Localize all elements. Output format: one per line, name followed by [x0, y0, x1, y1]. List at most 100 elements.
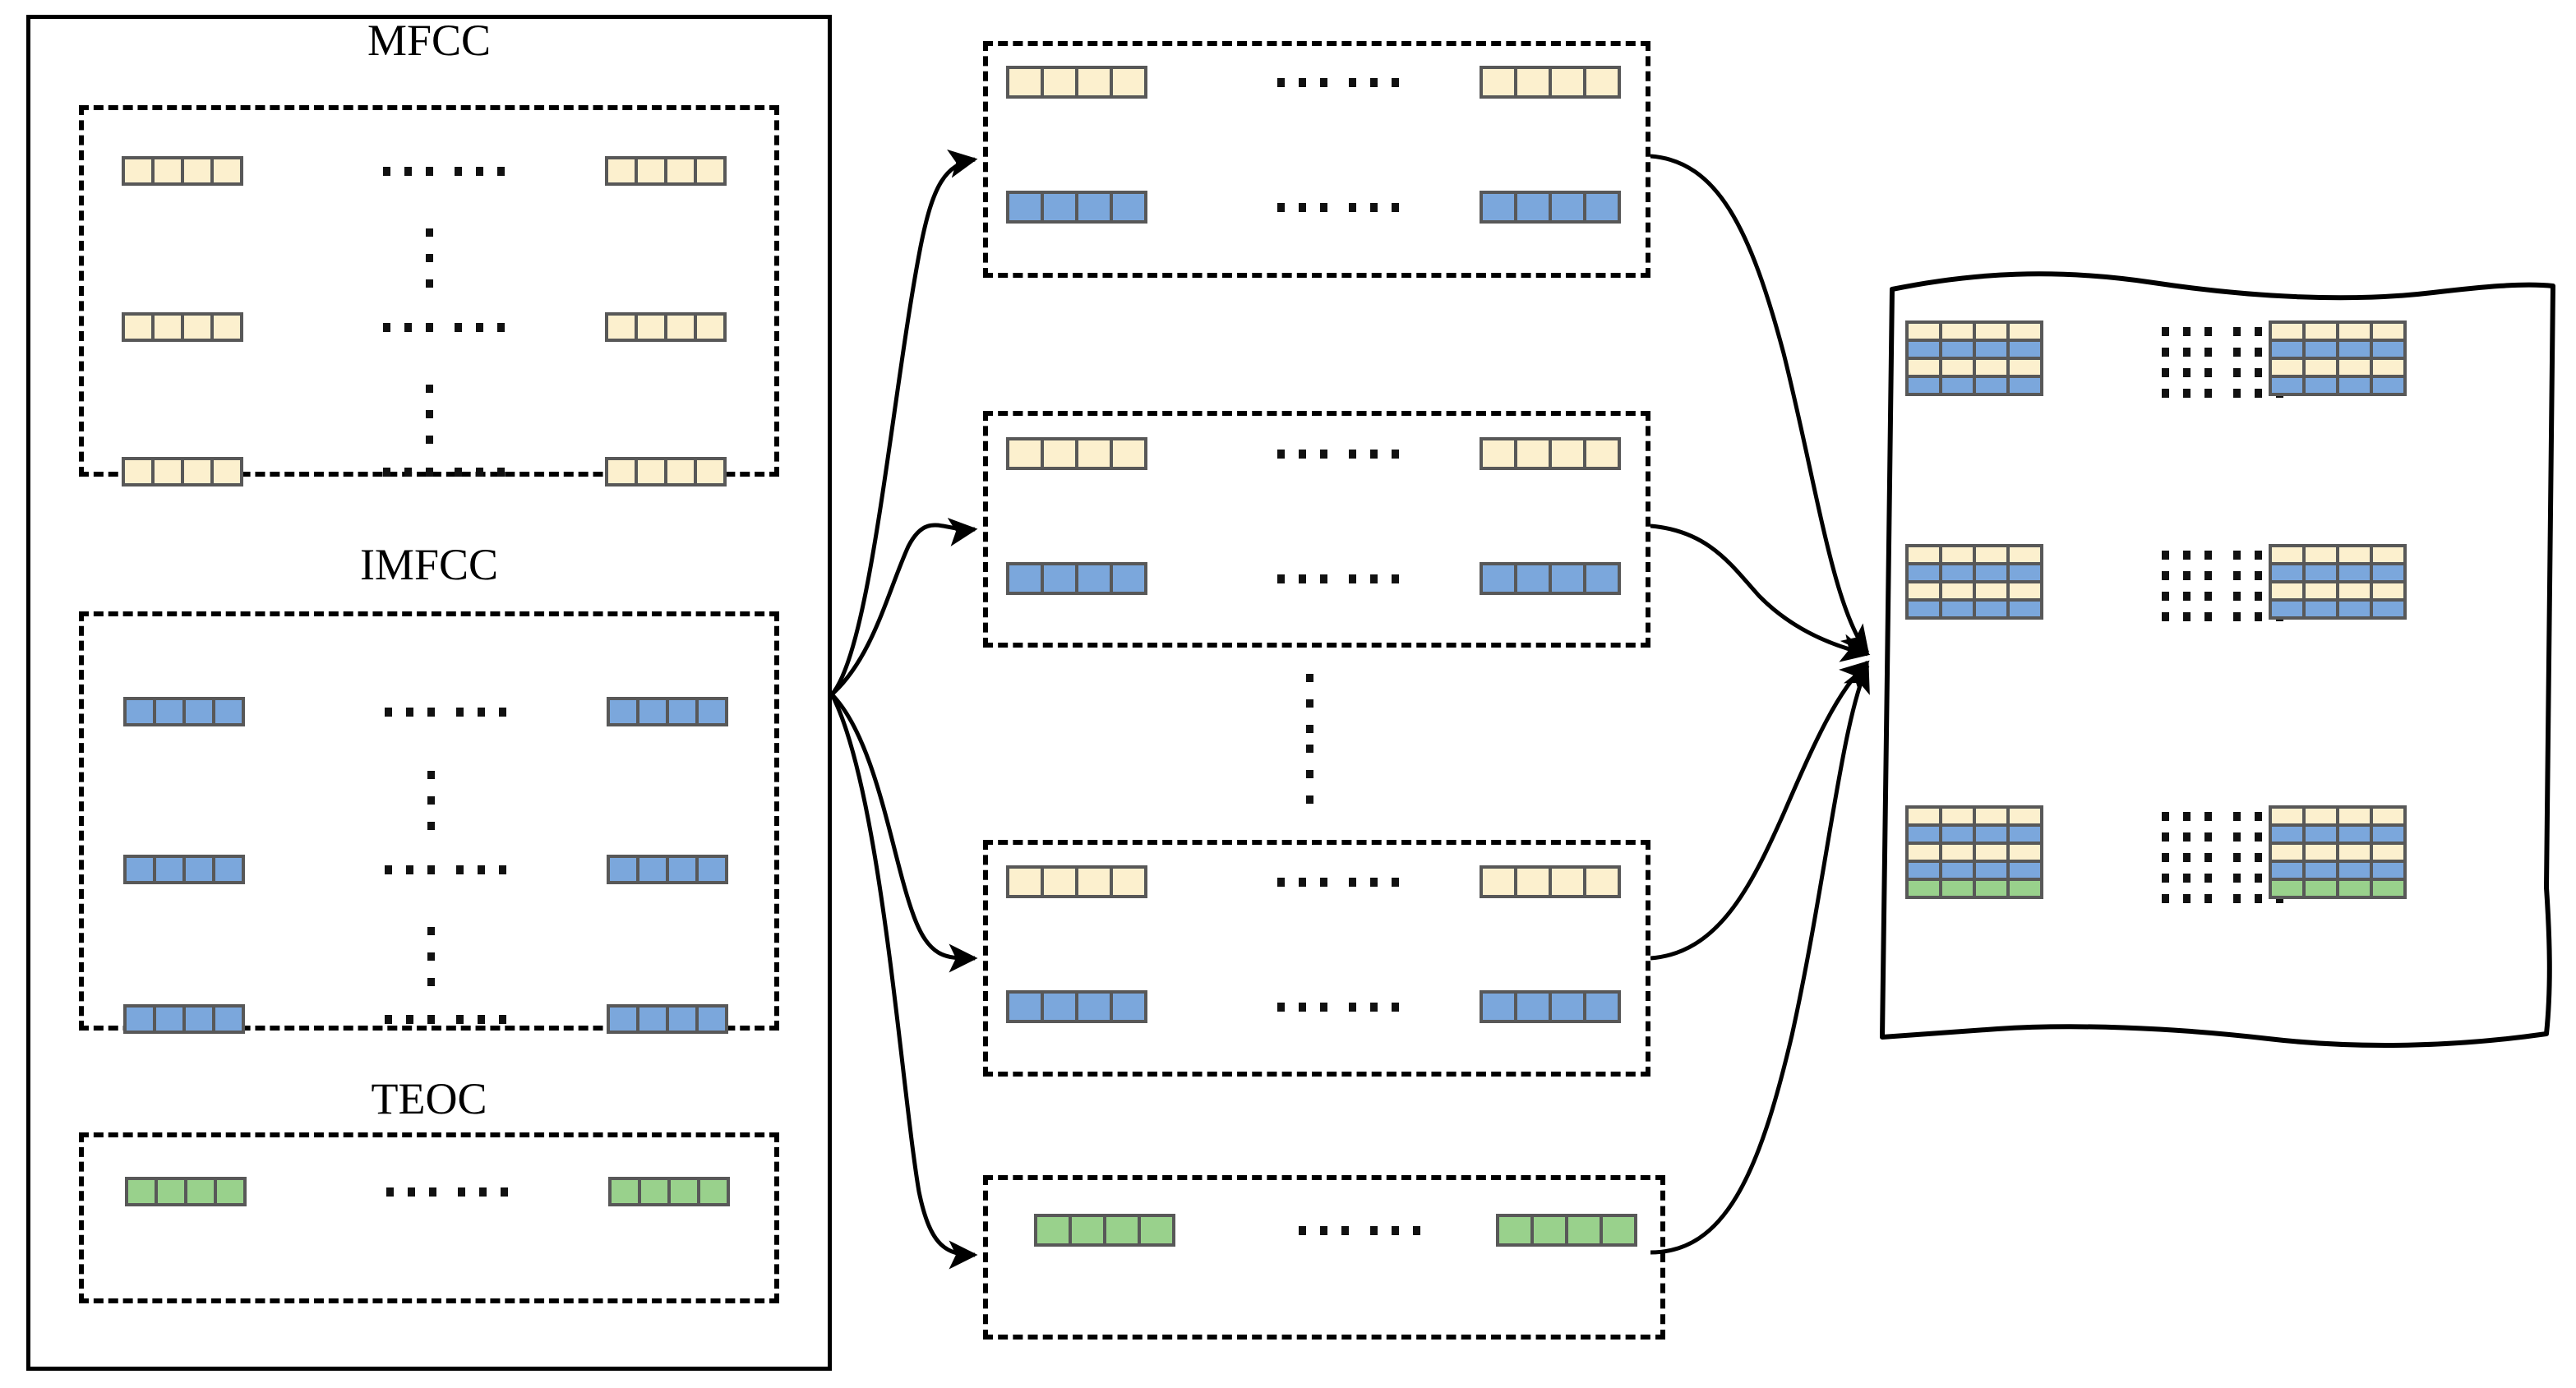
teoc-only-row — [1034, 1214, 1175, 1247]
feature-cell — [1041, 990, 1078, 1023]
feature-cell — [1514, 990, 1552, 1023]
feature-cell — [607, 855, 639, 884]
feature-cell — [125, 1177, 158, 1206]
fused-matrix-1-right — [2269, 320, 2407, 396]
pair-block-n — [983, 840, 1650, 1077]
feature-cell — [697, 1177, 730, 1206]
feature-cell — [1480, 990, 1517, 1023]
mfcc-row-3 — [122, 457, 243, 486]
matrix-row-ellipsis — [2162, 551, 2283, 560]
feature-cell — [635, 457, 667, 486]
feature-cell — [1565, 1214, 1603, 1247]
matrix-row-ellipsis — [2162, 348, 2283, 357]
matrix-row — [1905, 544, 2043, 565]
matrix-cell — [2006, 598, 2043, 620]
feature-cell — [666, 697, 699, 726]
row-ellipsis — [386, 1187, 508, 1197]
middle-column-ellipsis-lower — [1306, 745, 1313, 804]
feature-cell — [1006, 437, 1044, 470]
row-ellipsis — [383, 167, 505, 176]
feature-cell — [1480, 865, 1517, 898]
feature-cell — [1514, 865, 1552, 898]
teoc-group-box — [79, 1132, 779, 1303]
feature-cell — [1138, 1214, 1175, 1247]
feature-cell — [210, 312, 243, 342]
feature-cell — [695, 1004, 728, 1034]
feature-cell — [1583, 562, 1621, 595]
feature-cell — [1480, 191, 1517, 224]
row-ellipsis — [1277, 878, 1399, 887]
feature-cell — [181, 312, 214, 342]
feature-cell — [635, 312, 667, 342]
matrix-row-ellipsis — [2162, 853, 2283, 862]
matrix-cell — [1905, 375, 1942, 396]
feature-cell — [605, 457, 638, 486]
feature-cell — [666, 1004, 699, 1034]
feature-cell — [151, 457, 184, 486]
feature-cell — [607, 697, 639, 726]
row-ellipsis — [383, 468, 505, 477]
feature-cell — [182, 855, 215, 884]
matrix-cell — [1939, 375, 1976, 396]
feature-cell — [638, 1177, 671, 1206]
imfcc-row-1b — [607, 697, 728, 726]
feature-cell — [1480, 437, 1517, 470]
fused-matrix-3-right — [2269, 805, 2407, 899]
imfcc-row-2b — [607, 855, 728, 884]
fused-matrix-3-left — [1905, 805, 2043, 899]
feature-cell — [212, 855, 245, 884]
row-ellipsis — [383, 323, 505, 332]
column-ellipsis — [427, 771, 435, 830]
feature-cell — [1034, 1214, 1072, 1247]
matrix-cell — [1973, 375, 2010, 396]
feature-cell — [1514, 437, 1552, 470]
feature-cell — [184, 1177, 217, 1206]
matrix-cell — [1973, 878, 2010, 899]
matrix-cell — [2370, 339, 2407, 360]
pair-n-blue-row-b — [1480, 990, 1621, 1023]
feature-cell — [636, 855, 669, 884]
feature-cell — [1583, 437, 1621, 470]
feature-cell — [123, 855, 156, 884]
pair-1-cream-row-b — [1480, 66, 1621, 99]
matrix-cell — [2269, 878, 2306, 899]
feature-cell — [1041, 865, 1078, 898]
feature-cell — [153, 697, 186, 726]
feature-cell — [1110, 990, 1147, 1023]
matrix-row — [2269, 598, 2407, 620]
feature-cell — [1514, 66, 1552, 99]
feature-cell — [1110, 562, 1147, 595]
feature-cell — [1006, 990, 1044, 1023]
matrix-cell — [2336, 598, 2373, 620]
group-title-imfcc: IMFCC — [359, 540, 499, 589]
matrix-cell — [2006, 375, 2043, 396]
feature-cell — [1514, 191, 1552, 224]
feature-cell — [1110, 66, 1147, 99]
feature-cell — [1075, 66, 1113, 99]
matrix-cell — [2302, 878, 2339, 899]
feature-cell — [1549, 990, 1586, 1023]
matrix-row-ellipsis — [2162, 832, 2283, 842]
feature-cell — [1549, 865, 1586, 898]
row-ellipsis — [1277, 450, 1399, 459]
feature-cell — [1006, 191, 1044, 224]
left-panel-outline — [26, 15, 832, 1371]
matrix-row-ellipsis — [2162, 874, 2283, 883]
feature-cell — [1075, 865, 1113, 898]
feature-cell — [151, 312, 184, 342]
feature-cell — [1110, 191, 1147, 224]
teoc-only-block — [983, 1175, 1665, 1340]
feature-cell — [123, 1004, 156, 1034]
pair-block-1 — [983, 41, 1650, 278]
pair-n-cream-row — [1006, 865, 1147, 898]
pair-n-cream-row-b — [1480, 865, 1621, 898]
matrix-cell — [2269, 375, 2306, 396]
matrix-row-ellipsis — [2162, 812, 2283, 821]
feature-cell — [1583, 865, 1621, 898]
mfcc-row-2 — [122, 312, 243, 342]
feature-cell — [151, 156, 184, 186]
matrix-cell — [1905, 598, 1942, 620]
row-ellipsis — [1277, 574, 1399, 583]
row-ellipsis — [385, 865, 506, 874]
